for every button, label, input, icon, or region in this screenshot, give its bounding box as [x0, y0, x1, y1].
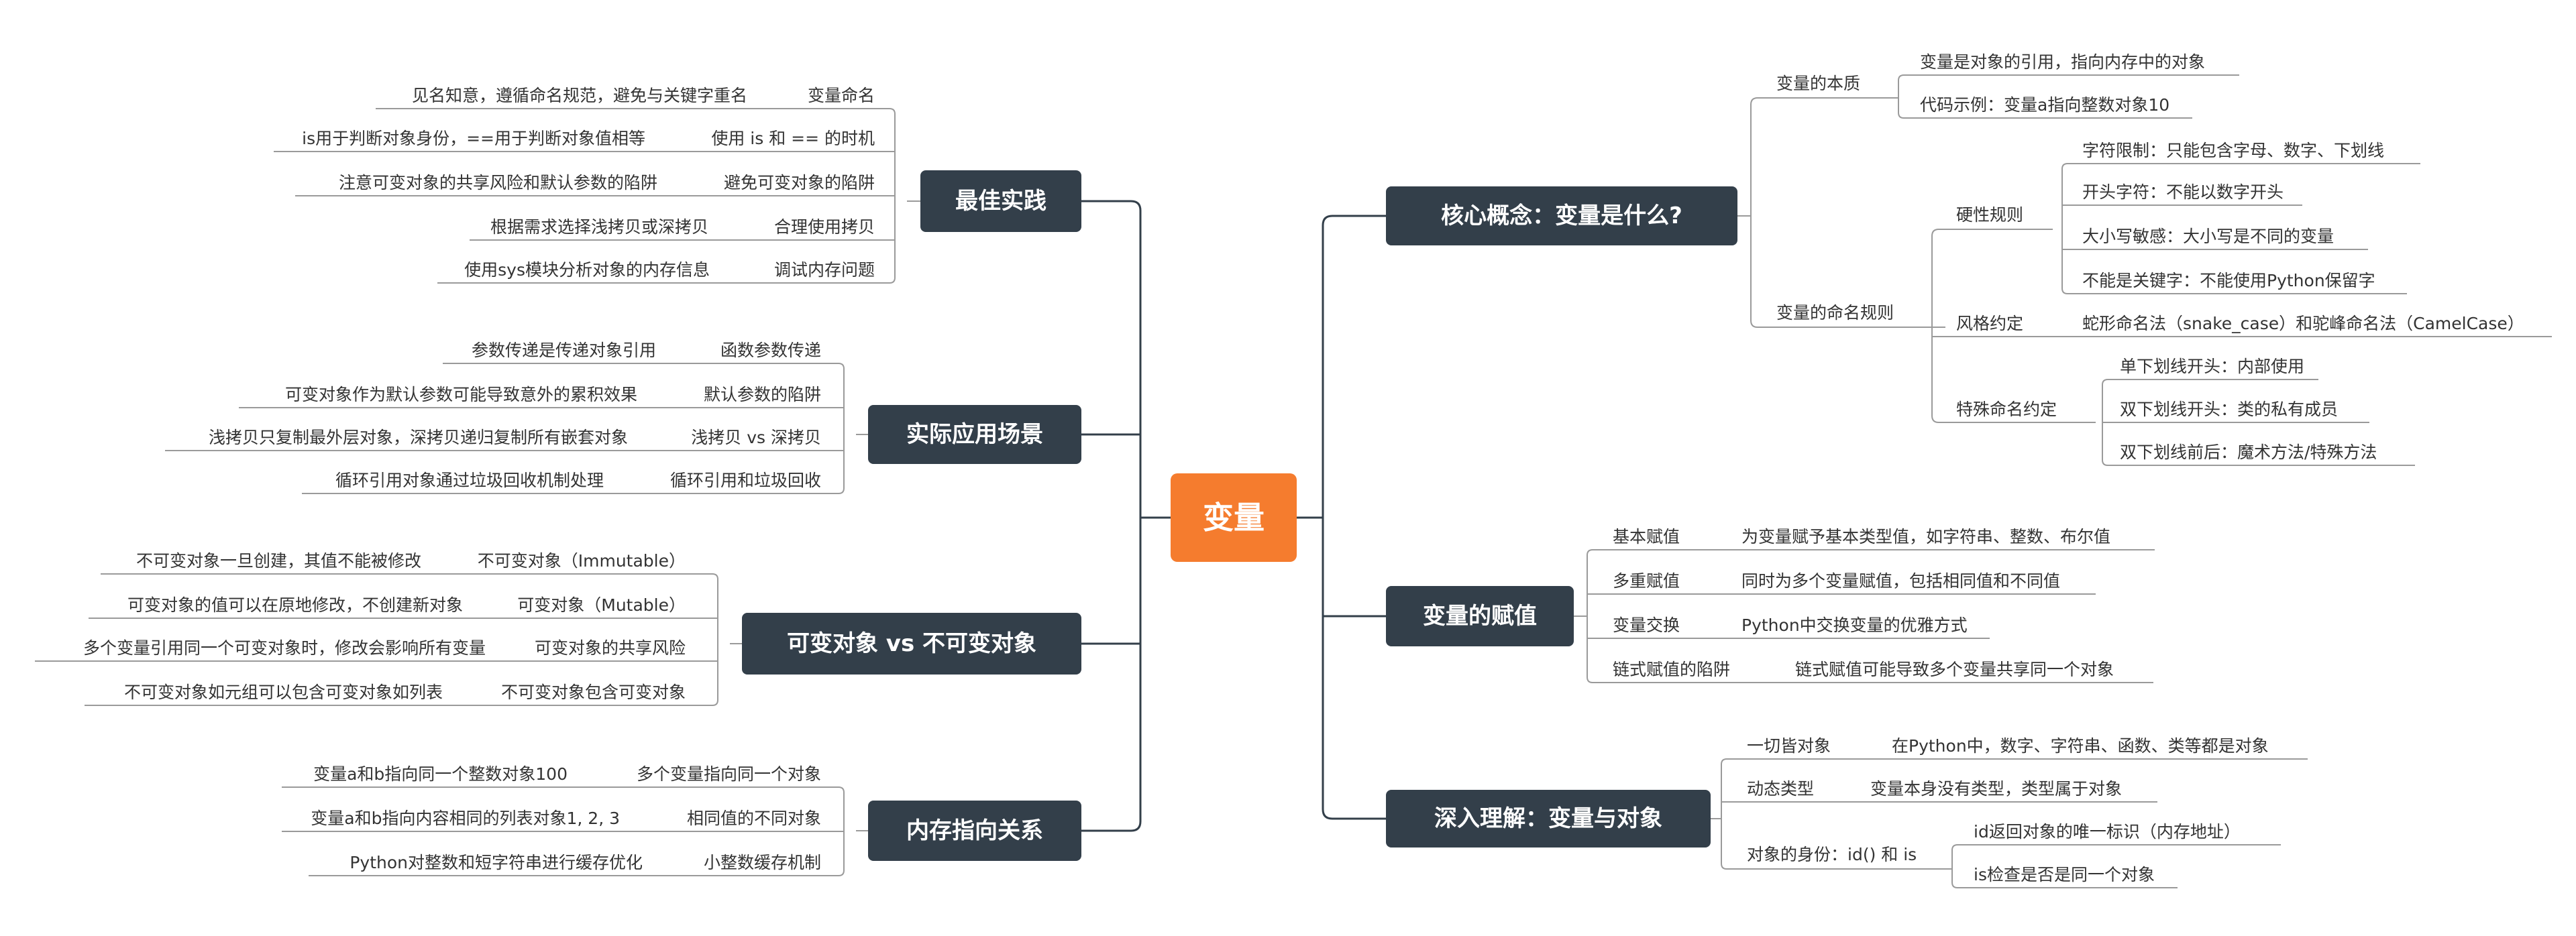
connector-line: [832, 786, 845, 793]
leaf-same-object[interactable]: 变量a和b指向同一个整数对象100: [313, 764, 568, 784]
connector-line: [832, 487, 845, 494]
connector-line: [1322, 809, 1386, 820]
topic-mutable[interactable]: 可变对象（Mutable）: [517, 595, 686, 615]
topic-avoid-mutable-trap[interactable]: 避免可变对象的陷阱: [723, 173, 875, 192]
leaf-copy-usage[interactable]: 根据需求选择浅拷贝或深拷贝: [490, 217, 708, 237]
topic-object-identity[interactable]: 对象的身份：id() 和 is: [1747, 845, 1917, 864]
topic-naming[interactable]: 变量命名: [807, 86, 875, 105]
topic-naming-rules[interactable]: 变量的命名规则: [1776, 303, 1894, 323]
leaf-immutable[interactable]: 不可变对象一旦创建，其值不能被修改: [136, 551, 421, 571]
connector-line: [1081, 200, 1142, 211]
connector-line: [1721, 863, 1733, 870]
leaf-variable-reference[interactable]: 变量是对象的引用，指向内存中的对象: [1920, 52, 2206, 72]
leaf-case-sensitive[interactable]: 大小写敏感：大小写是不同的变量: [2082, 227, 2334, 246]
connector-line: [1931, 415, 1949, 423]
leaf-is-operator[interactable]: is检查是否是同一个对象: [1974, 865, 2155, 884]
connector-line: [1587, 549, 1599, 556]
topic-is-vs-eq[interactable]: 使用 is 和 == 的时机: [711, 129, 875, 148]
connector-line: [1587, 677, 1599, 683]
leaf-immutable-contains-mutable[interactable]: 不可变对象如元组可以包含可变对象如列表: [123, 683, 443, 702]
leaf-shallow-deep-copy[interactable]: 浅拷贝只复制最外层对象，深拷贝递归复制所有嵌套对象: [208, 428, 628, 447]
topic-copy-usage[interactable]: 合理使用拷贝: [773, 217, 875, 237]
connector-line: [706, 573, 718, 580]
topic-multiple-assignment[interactable]: 多重赋值: [1613, 571, 1680, 591]
connector-line: [1750, 97, 1771, 105]
topic-debug-memory[interactable]: 调试内存问题: [773, 260, 875, 280]
topic-hard-rules[interactable]: 硬性规则: [1956, 205, 2024, 225]
leaf-debug-memory[interactable]: 使用sys模块分析对象的内存信息: [464, 260, 710, 280]
connector-line: [706, 699, 718, 706]
topic-chain-assignment[interactable]: 链式赋值的陷阱: [1613, 660, 1731, 679]
topic-gc[interactable]: 循环引用和垃圾回收: [669, 471, 821, 490]
branch-memory[interactable]: 内存指向关系: [868, 801, 1081, 861]
connector-line: [883, 277, 896, 284]
central-topic[interactable]: 变量: [1171, 473, 1297, 562]
topic-immutable-contains-mutable[interactable]: 不可变对象包含可变对象: [500, 683, 686, 702]
topic-immutable[interactable]: 不可变对象（Immutable）: [477, 551, 686, 571]
branch-objects[interactable]: 深入理解：变量与对象: [1386, 790, 1711, 847]
leaf-first-char[interactable]: 开头字符：不能以数字开头: [2082, 182, 2284, 202]
topic-equal-values-different-objects[interactable]: 相同值的不同对象: [686, 809, 821, 828]
connector-line: [1898, 112, 1911, 119]
topic-variable-swap[interactable]: 变量交换: [1613, 616, 1680, 635]
topic-variable-essence[interactable]: 变量的本质: [1776, 74, 1861, 93]
topic-style-convention[interactable]: 风格约定: [1956, 314, 2024, 333]
topic-shared-mutable[interactable]: 可变对象的共享风险: [534, 638, 686, 658]
topic-special-naming[interactable]: 特殊命名约定: [1956, 400, 2057, 419]
topic-everything-object[interactable]: 一切皆对象: [1747, 736, 1831, 756]
leaf-variable-swap[interactable]: Python中交换变量的优雅方式: [1741, 616, 1968, 635]
leaf-chain-assignment[interactable]: 链式赋值可能导致多个变量共享同一个对象: [1795, 660, 2114, 679]
branch-assignment[interactable]: 变量的赋值: [1386, 586, 1574, 646]
connector-line: [883, 108, 896, 115]
topic-dynamic-typing[interactable]: 动态类型: [1747, 779, 1815, 799]
topic-param-passing[interactable]: 函数参数传递: [720, 341, 821, 360]
topic-same-object[interactable]: 多个变量指向同一个对象: [636, 764, 821, 784]
leaf-equal-values-different-objects[interactable]: 变量a和b指向内容相同的列表对象1, 2, 3: [311, 809, 620, 828]
connector-line: [1322, 215, 1386, 226]
leaf-single-underscore[interactable]: 单下划线开头：内部使用: [2120, 357, 2305, 376]
leaf-everything-object[interactable]: 在Python中，数字、字符串、函数、类等都是对象: [1892, 736, 2269, 756]
branch-mutable-immutable[interactable]: 可变对象 vs 不可变对象: [742, 613, 1081, 675]
connector-line: [2061, 288, 2074, 294]
leaf-is-vs-eq[interactable]: is用于判断对象身份，==用于判断对象值相等: [302, 129, 645, 148]
connector-line: [2061, 163, 2074, 170]
leaf-small-int-cache[interactable]: Python对整数和短字符串进行缓存优化: [350, 853, 643, 872]
leaf-char-limit[interactable]: 字符限制：只能包含字母、数字、下划线: [2082, 141, 2385, 160]
connector-line: [1750, 320, 1771, 328]
connector-line: [1951, 882, 1964, 888]
connector-line: [1081, 821, 1142, 832]
connector-line: [1898, 74, 1911, 81]
branch-best-practices[interactable]: 最佳实践: [920, 170, 1081, 232]
leaf-default-param-trap[interactable]: 可变对象作为默认参数可能导致意外的累积效果: [284, 385, 637, 404]
connector-line: [2102, 379, 2114, 386]
leaf-double-underscore[interactable]: 双下划线开头：类的私有成员: [2120, 400, 2339, 419]
branch-core-concept[interactable]: 核心概念：变量是什么?: [1386, 186, 1737, 245]
connector-line: [1931, 229, 1949, 237]
leaf-dunder[interactable]: 双下划线前后：魔术方法/特殊方法: [2120, 443, 2377, 462]
leaf-gc[interactable]: 循环引用对象通过垃圾回收机制处理: [335, 471, 604, 490]
topic-default-param-trap[interactable]: 默认参数的陷阱: [703, 385, 821, 404]
leaf-case-styles[interactable]: 蛇形命名法（snake_case）和驼峰命名法（CamelCase）: [2082, 314, 2524, 333]
leaf-shared-mutable[interactable]: 多个变量引用同一个可变对象时，修改会影响所有变量: [83, 638, 486, 658]
connector-line: [1951, 844, 1964, 851]
leaf-basic-assignment[interactable]: 为变量赋予基本类型值，如字符串、整数、布尔值: [1741, 527, 2111, 546]
leaf-code-example[interactable]: 代码示例：变量a指向整数对象10: [1920, 95, 2170, 115]
leaf-naming[interactable]: 见名知意，遵循命名规范，避免与关键字重名: [411, 86, 747, 105]
leaf-multiple-assignment[interactable]: 同时为多个变量赋值，包括相同值和不同值: [1741, 571, 2061, 591]
topic-basic-assignment[interactable]: 基本赋值: [1613, 527, 1680, 546]
topic-shallow-deep-copy[interactable]: 浅拷贝 vs 深拷贝: [691, 428, 821, 447]
leaf-id-function[interactable]: id返回对象的唯一标识（内存地址）: [1974, 822, 2241, 841]
leaf-param-passing[interactable]: 参数传递是传递对象引用: [471, 341, 656, 360]
leaf-no-keywords[interactable]: 不能是关键字：不能使用Python保留字: [2082, 271, 2375, 290]
topic-small-int-cache[interactable]: 小整数缓存机制: [703, 853, 821, 872]
connector-line: [832, 870, 845, 876]
leaf-mutable[interactable]: 可变对象的值可以在原地修改，不创建新对象: [127, 595, 463, 615]
branch-use-cases[interactable]: 实际应用场景: [868, 405, 1081, 464]
leaf-dynamic-typing[interactable]: 变量本身没有类型，类型属于对象: [1870, 779, 2123, 799]
connector-line: [1721, 758, 1733, 765]
connector-line: [832, 363, 845, 369]
connector-line: [2102, 459, 2114, 466]
leaf-avoid-mutable-trap[interactable]: 注意可变对象的共享风险和默认参数的陷阱: [338, 173, 657, 192]
